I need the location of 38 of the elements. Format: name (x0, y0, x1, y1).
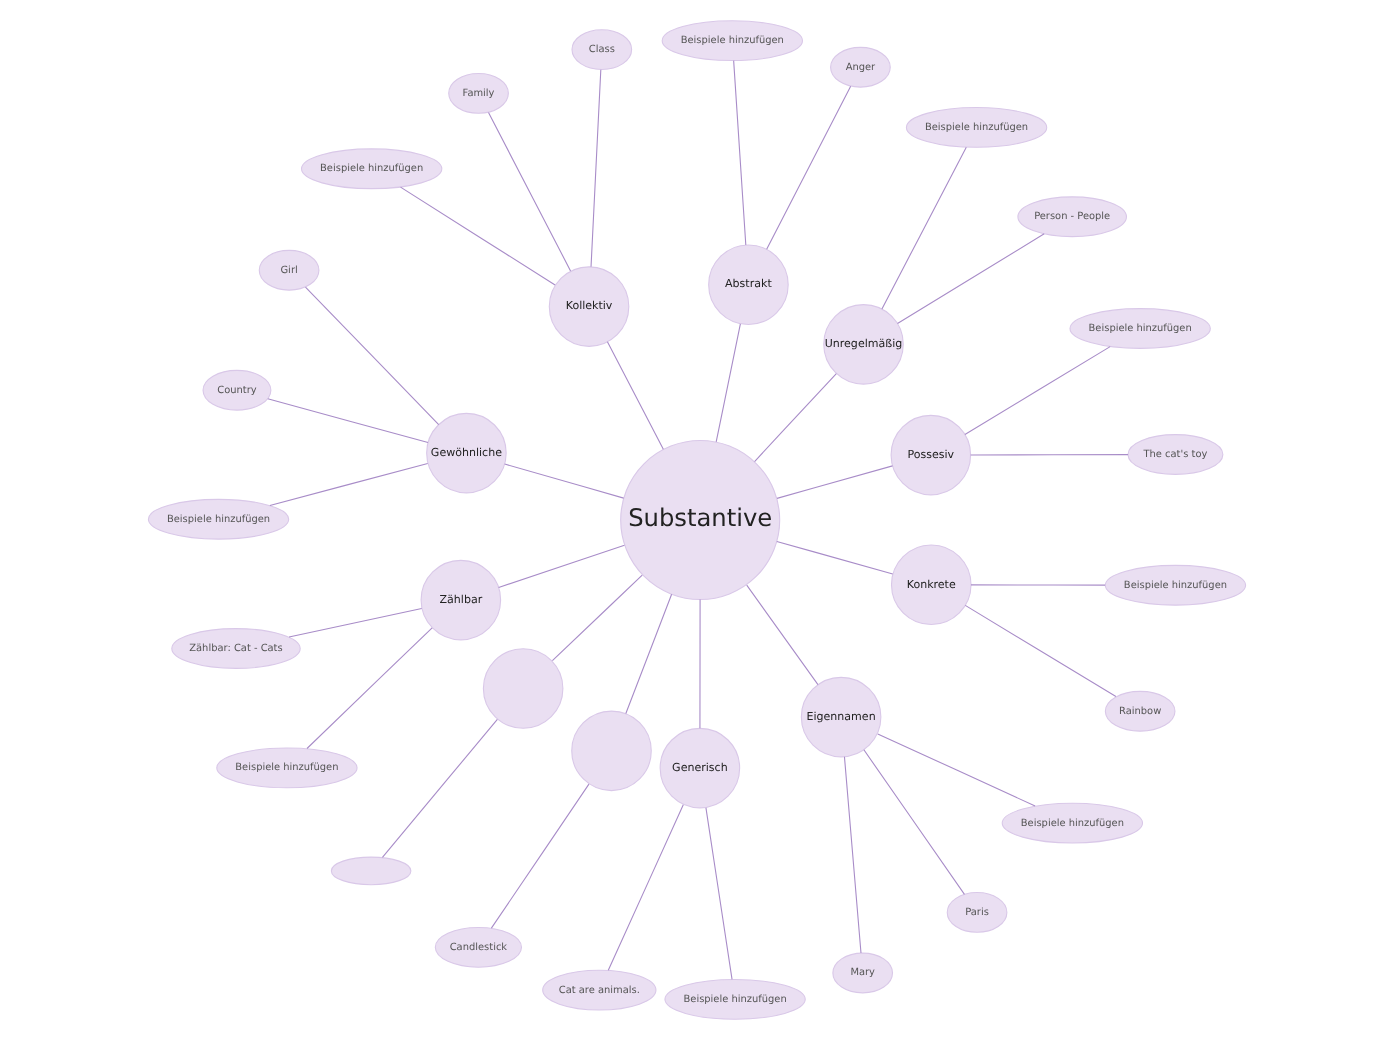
connector (754, 373, 837, 463)
node-ellipse (330, 856, 412, 886)
connector (399, 186, 556, 286)
connector (877, 733, 1036, 807)
connector (381, 718, 498, 858)
node-circle (571, 710, 652, 792)
connector (733, 60, 747, 246)
connector (504, 463, 625, 499)
connector (625, 593, 673, 715)
connector (766, 85, 852, 250)
connector (896, 233, 1045, 325)
connector (487, 112, 572, 272)
connector (288, 607, 423, 638)
connector (776, 465, 894, 499)
connector (590, 69, 602, 268)
connector (551, 574, 643, 662)
node-circle (482, 648, 564, 729)
connector (490, 783, 590, 929)
connector (699, 599, 701, 729)
connector (964, 346, 1111, 435)
connector (267, 398, 429, 444)
connector (715, 323, 741, 443)
connector (863, 749, 965, 895)
connector (964, 604, 1117, 698)
connector (970, 584, 1106, 586)
connector (304, 286, 440, 426)
connector (306, 627, 433, 750)
connector (843, 756, 862, 954)
connector (607, 804, 684, 971)
connector (776, 540, 894, 575)
connector (269, 462, 429, 507)
node-circle: Substantive (620, 439, 781, 601)
connector (498, 544, 625, 588)
connector (746, 584, 819, 686)
connector (705, 807, 733, 980)
connector (881, 146, 967, 310)
connector (970, 454, 1129, 456)
connector (606, 341, 664, 450)
